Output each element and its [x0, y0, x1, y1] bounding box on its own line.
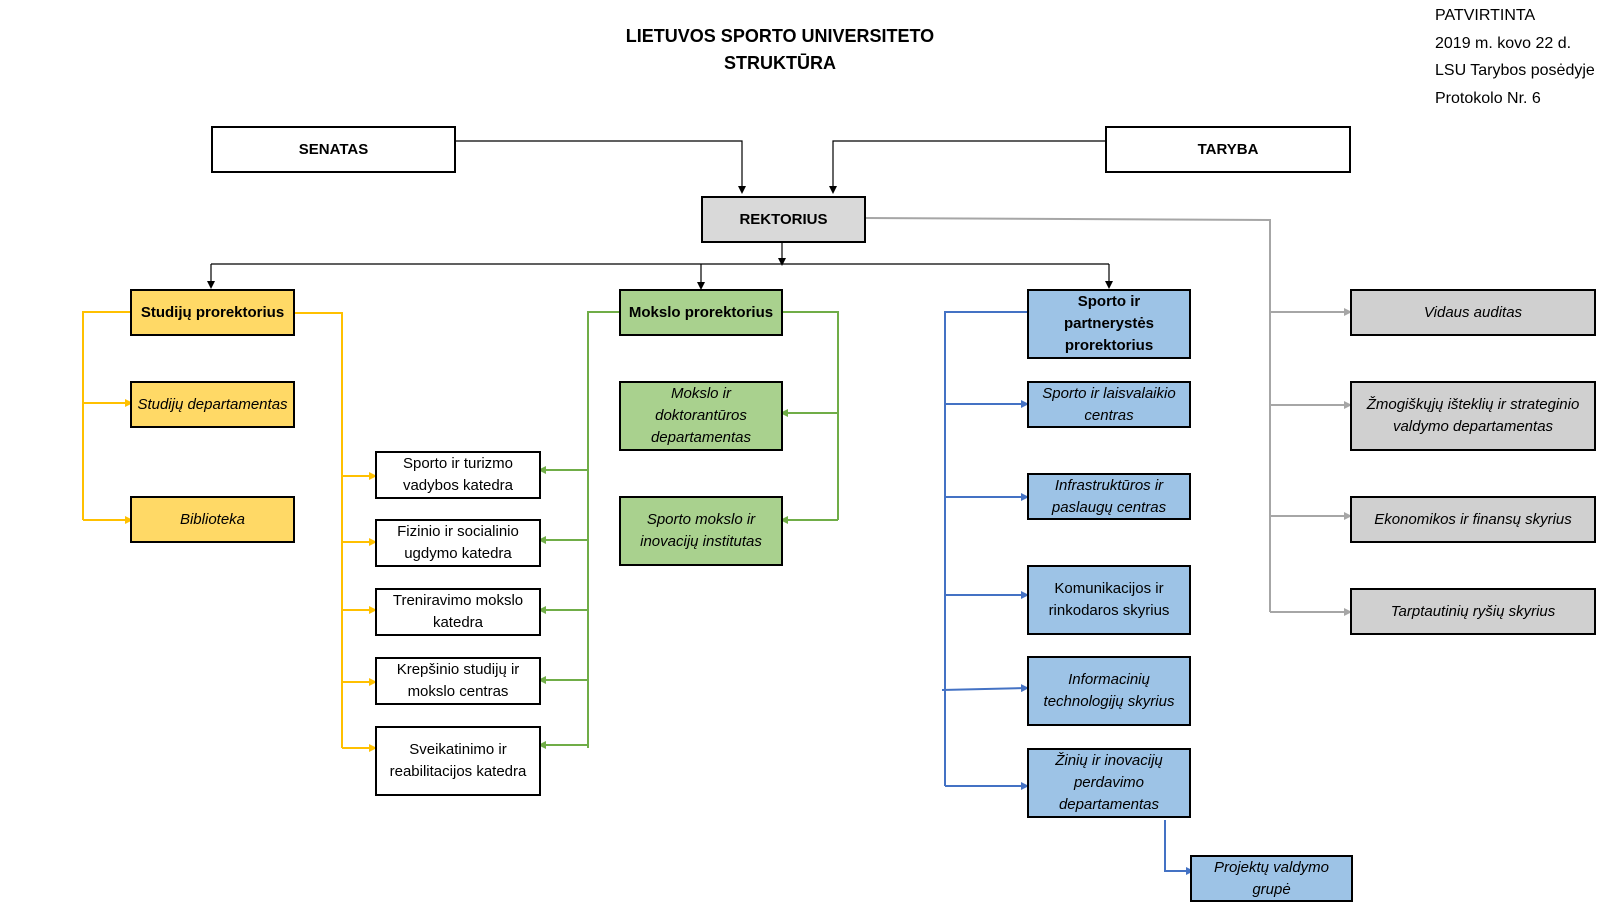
zmogiskuju-istekliu-box: Žmogiškųjų išteklių ir strateginio valdy…: [1350, 381, 1596, 451]
rektorius-box: REKTORIUS: [701, 196, 866, 243]
katedra-box: Fizinio ir socialinio ugdymo katedra: [375, 519, 541, 567]
taryba-box: TARYBA: [1105, 126, 1351, 173]
sporto-connectors: [941, 311, 1194, 875]
mokslo-doktoranturos-box: Mokslo ir doktorantūros departamentas: [619, 381, 783, 451]
komunikacijos-skyrius-box: Komunikacijos ir rinkodaros skyrius: [1027, 565, 1191, 635]
ziniu-inovaciju-departamentas-label: Žinių ir inovacijų perdavimo departament…: [1055, 752, 1163, 813]
informaciniu-technologiju-label: Informacinių technologijų skyrius: [1043, 671, 1175, 710]
approval-line: 2019 m. kovo 22 d.: [1435, 34, 1572, 52]
approval-line: Protokolo Nr. 6: [1435, 89, 1541, 107]
studiju-departamentas-label: Studijų departamentas: [137, 395, 288, 413]
studiju-departamentas-box: Studijų departamentas: [130, 381, 295, 428]
ekonomikos-finansu-box: Ekonomikos ir finansų skyrius: [1350, 496, 1596, 543]
tarptautiniu-rysiu-box: Tarptautinių ryšių skyrius: [1350, 588, 1596, 635]
katedra-box: Sveikatinimo ir reabilitacijos katedra: [375, 726, 541, 796]
informaciniu-technologiju-box: Informacinių technologijų skyrius: [1027, 656, 1191, 726]
katedra-box: Krepšinio studijų ir mokslo centras: [375, 657, 541, 705]
rektorius-label: REKTORIUS: [739, 210, 828, 228]
approval-line: LSU Tarybos posėdyje: [1435, 62, 1595, 79]
projektu-valdymo-grupe-label: Projektų valdymo grupė: [1213, 858, 1330, 898]
katedra-label: Treniravimo mokslo katedra: [392, 592, 524, 631]
ziniu-inovaciju-departamentas-box: Žinių ir inovacijų perdavimo departament…: [1027, 748, 1191, 818]
zmogiskuju-istekliu-label: Žmogiškųjų išteklių ir strateginio valdy…: [1366, 396, 1580, 435]
mokslo-doktoranturos-label: Mokslo ir doktorantūros departamentas: [650, 385, 752, 446]
approval-note: PATVIRTINTA 2019 m. kovo 22 d. LSU Taryb…: [1435, 2, 1595, 112]
sporto-mokslo-institutas-box: Sporto mokslo ir inovacijų institutas: [619, 496, 783, 566]
mokslo-connectors: [538, 311, 839, 749]
title-line-1: LIETUVOS SPORTO UNIVERSITETO: [625, 26, 935, 46]
vidaus-auditas-label: Vidaus auditas: [1423, 303, 1523, 321]
mokslo-prorektorius-box: Mokslo prorektorius: [619, 289, 783, 336]
katedra-label: Krepšinio studijų ir mokslo centras: [396, 661, 520, 700]
katedra-label: Sporto ir turizmo vadybos katedra: [402, 455, 514, 494]
taryba-label: TARYBA: [1197, 140, 1259, 158]
mokslo-prorektorius-label: Mokslo prorektorius: [628, 303, 774, 321]
sporto-partnerystes-prorektorius-box: Sporto ir partnerystės prorektorius: [1027, 289, 1191, 359]
studiju-connectors: [82, 311, 377, 752]
katedra-label: Sveikatinimo ir reabilitacijos katedra: [389, 741, 527, 780]
approval-line: PATVIRTINTA: [1435, 7, 1536, 24]
ekonomikos-finansu-label: Ekonomikos ir finansų skyrius: [1374, 510, 1572, 528]
infrastrukturos-centras-label: Infrastruktūros ir paslaugų centras: [1051, 476, 1167, 516]
infrastrukturos-centras-box: Infrastruktūros ir paslaugų centras: [1027, 473, 1191, 520]
katedra-label: Fizinio ir socialinio ugdymo katedra: [397, 523, 519, 562]
rektorius-connectors: [865, 217, 1352, 616]
title-line-2: STRUKTŪRA: [724, 53, 836, 73]
vidaus-auditas-box: Vidaus auditas: [1350, 289, 1596, 336]
sporto-laisvalaikio-centras-box: Sporto ir laisvalaikio centras: [1027, 381, 1191, 428]
top-connectors: [207, 140, 1113, 290]
sporto-laisvalaikio-centras-label: Sporto ir laisvalaikio centras: [1042, 384, 1176, 424]
senatas-label: SENATAS: [298, 140, 369, 158]
studiju-prorektorius-label: Studijų prorektorius: [140, 303, 285, 321]
senatas-box: SENATAS: [211, 126, 456, 173]
projektu-valdymo-grupe-box: Projektų valdymo grupė: [1190, 855, 1353, 902]
komunikacijos-skyrius-label: Komunikacijos ir rinkodaros skyrius: [1048, 580, 1170, 619]
katedra-box: Treniravimo mokslo katedra: [375, 588, 541, 636]
tarptautiniu-rysiu-label: Tarptautinių ryšių skyrius: [1390, 602, 1556, 620]
biblioteka-box: Biblioteka: [130, 496, 295, 543]
biblioteka-label: Biblioteka: [179, 510, 246, 528]
page-title: LIETUVOS SPORTO UNIVERSITETO STRUKTŪRA: [560, 26, 1000, 74]
sporto-mokslo-institutas-label: Sporto mokslo ir inovacijų institutas: [640, 511, 762, 550]
studiju-prorektorius-box: Studijų prorektorius: [130, 289, 295, 336]
sporto-partnerystes-prorektorius-label: Sporto ir partnerystės prorektorius: [1063, 293, 1155, 354]
katedra-box: Sporto ir turizmo vadybos katedra: [375, 451, 541, 499]
